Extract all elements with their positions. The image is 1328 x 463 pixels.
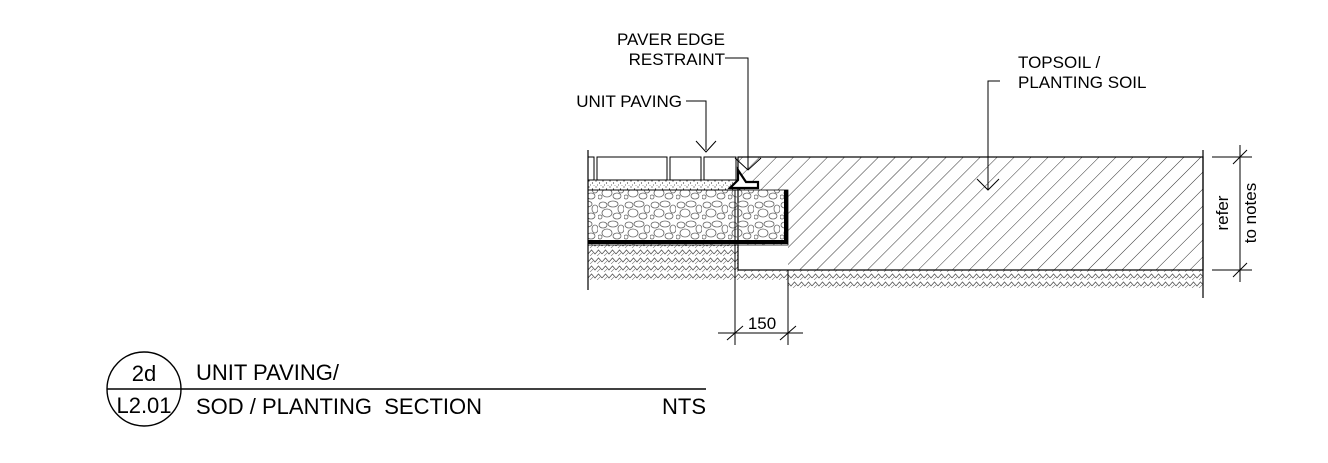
paver-unit: [703, 156, 737, 181]
leader-topsoil-arrow: [976, 178, 1000, 191]
title-block: 2d L2.01 UNIT PAVING/ SOD / PLANTING SEC…: [106, 351, 706, 427]
label-unit-paving: UNIT PAVING: [576, 92, 682, 111]
section-layers: [587, 150, 1204, 298]
label-topsoil-line2: PLANTING SOIL: [1018, 73, 1146, 92]
label-dimension-depth-line2: to notes: [1241, 183, 1260, 244]
label-topsoil-line1: TOPSOIL /: [1018, 53, 1100, 72]
leader-topsoil: [987, 80, 1000, 190]
title-line1: UNIT PAVING/: [196, 360, 340, 385]
subgrade-earth-right: [788, 270, 1203, 288]
paver-unit: [596, 156, 668, 181]
aggregate-base: [587, 189, 789, 246]
leader-lines: [686, 57, 1000, 191]
label-dimension-depth-line1: refer: [1213, 195, 1232, 230]
topsoil-layer: [738, 157, 1203, 270]
paver-unit: [587, 156, 595, 181]
dim-width-tick-right: [779, 325, 797, 341]
dim-depth-tick-top: [1232, 149, 1248, 165]
title-scale: NTS: [662, 394, 706, 419]
paver-unit: [669, 156, 702, 181]
base-membrane-side: [784, 190, 788, 244]
bedding-sand: [587, 179, 741, 191]
leader-paver-edge-arrow: [734, 157, 762, 171]
title-line2: SOD / PLANTING SECTION: [196, 394, 482, 419]
edge-restraint: [727, 166, 760, 190]
base-membrane-bottom: [588, 240, 788, 244]
leader-unit-paving: [686, 100, 707, 150]
sheet-number: L2.01: [116, 393, 171, 418]
label-paver-edge-line1: PAVER EDGE: [617, 30, 725, 49]
leader-unit-paving-arrow: [695, 140, 717, 153]
detail-number: 2d: [132, 361, 156, 386]
dim-width-tick-left: [726, 325, 744, 341]
dimension-lines: [718, 145, 1252, 345]
label-dimension-width: 150: [748, 314, 776, 333]
leader-paver-edge: [725, 57, 749, 170]
label-paver-edge-line2: RESTRAINT: [629, 50, 725, 69]
dim-depth-tick-bottom: [1232, 262, 1248, 278]
